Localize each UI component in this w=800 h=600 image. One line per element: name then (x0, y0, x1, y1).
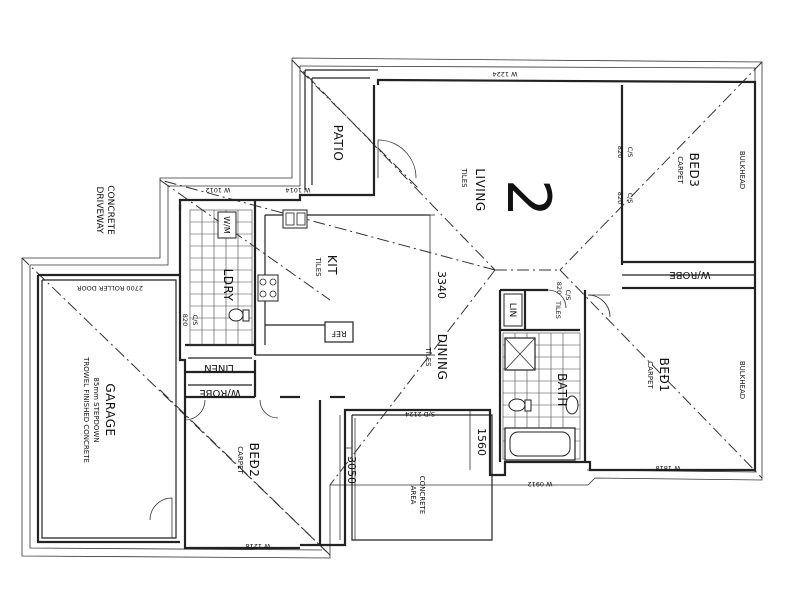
garage-note1: 85mm STEPDOWN (92, 377, 100, 442)
dimension-lines (339, 214, 471, 540)
cs-c: C/S (564, 290, 572, 301)
bed3-label: BED3 (687, 153, 701, 188)
wrobe-lower: W/ROBE (199, 387, 240, 398)
bulkhead-top: BULKHEAD (738, 151, 746, 189)
doors (149, 139, 611, 538)
bed1-finish: CARPET (646, 361, 654, 389)
cs-d: C/S (191, 315, 199, 326)
driveway-line2: DRIVEWAY (94, 186, 104, 234)
ref-label: REF (331, 329, 347, 338)
bed1-label: BEĐ1 (657, 358, 671, 393)
window-1218: W 1218 (245, 542, 270, 550)
exterior-walls (36, 78, 757, 550)
bath-toilet (508, 398, 526, 412)
driveway-line1: CONCRETE (105, 185, 115, 235)
dim-3340: 3340 (435, 271, 448, 299)
window-1818: W 1818 (655, 464, 680, 472)
window-1014: W 1014 (285, 186, 310, 194)
eave-outline (21, 57, 763, 559)
cs-b: C/S (626, 193, 634, 204)
bath-basin (565, 395, 579, 415)
concrete-area-line1: CONCRETE (418, 476, 426, 515)
laundry-toilet (228, 308, 244, 322)
plan-number: 2 (493, 179, 563, 217)
kitchen-finish: TILES (314, 256, 322, 277)
bed2-finish: CARPET (236, 446, 244, 474)
window-0912: W 0912 (527, 480, 552, 488)
bulkhead-bottom: BULKHEAD (738, 361, 746, 399)
concrete-area (351, 414, 493, 541)
window-top: W 1224 (492, 70, 517, 78)
wrobe-upper: W/ROBE (669, 269, 710, 280)
living-finish: TILES (460, 167, 468, 188)
fixtures (217, 209, 579, 461)
cs-a: C/S (626, 147, 634, 158)
patio-label: PATIO (331, 125, 345, 162)
patio (304, 69, 378, 190)
sd-label: S/D 2124 (405, 410, 435, 418)
labels: 2 LIVING TILES BED3 CARPET BEĐ1 CARPET B… (77, 70, 746, 550)
dim-3050: 3050 (345, 456, 358, 484)
bathtub (504, 427, 576, 461)
cooktop (257, 274, 279, 302)
cs-b2: 820 (616, 192, 624, 204)
kitchen-sink (282, 209, 308, 229)
garage-label: GARAGE (103, 383, 117, 436)
concrete-area-line2: AREA (409, 486, 417, 505)
living-label: LIVING (473, 168, 487, 211)
wm-label: W/M (222, 216, 231, 234)
cs-a2: 820 (616, 146, 624, 158)
cs-c2: 820 (555, 282, 563, 294)
lin-label: LIN (507, 303, 517, 317)
kitchen-label: KIT (325, 255, 339, 275)
tiles-small: TILES (554, 300, 562, 319)
cs-d2: 820 (181, 314, 189, 326)
interior-walls (185, 85, 755, 545)
dim-1560: 1560 (475, 428, 488, 456)
dining-finish: TILES (424, 346, 432, 367)
roller-door: 2700 ROLLER DOOR (77, 284, 143, 292)
linen-label: LINEN (204, 362, 234, 373)
laundry-label: LDRY (221, 269, 235, 302)
window-1012: W 1012 (205, 186, 230, 194)
fridge (324, 321, 354, 343)
washing-machine (217, 211, 237, 239)
linen-box (503, 293, 523, 327)
bed2-label: BEĐ2 (247, 443, 261, 478)
dining-label: DINING (435, 334, 449, 381)
garage-note2: TROWEL FINISHED CONCRETE (82, 356, 90, 463)
bath-label: BATH (555, 373, 569, 407)
bed3-finish: CARPET (676, 156, 684, 184)
roof-hip-lines (21, 59, 763, 556)
